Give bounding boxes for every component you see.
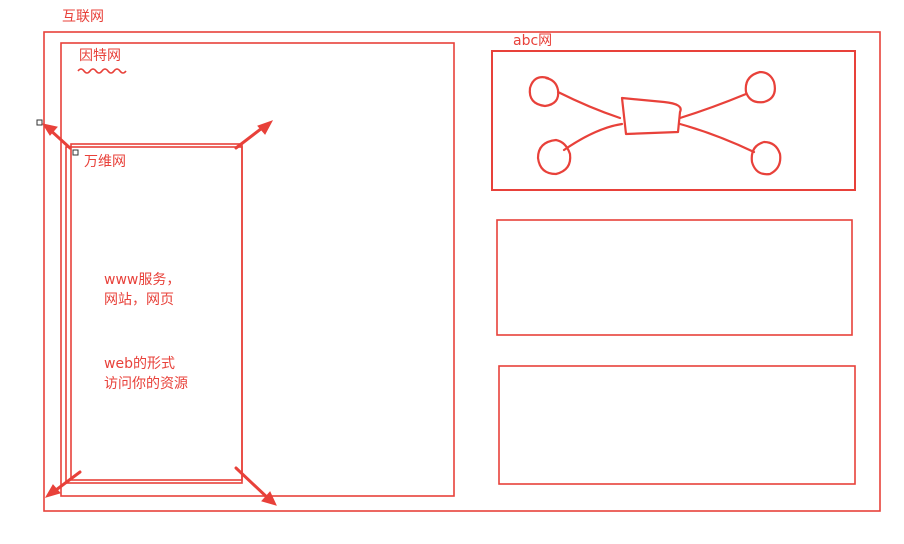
www-service-note-line: 网站，网页 [104,292,174,308]
internet-box [43,31,881,512]
wavy-underline [77,68,127,74]
abc-net-label: abc网 [513,33,553,49]
network-sketch-icon [528,70,782,176]
intranet-box [60,42,455,497]
arrow-bottom-right-icon [234,466,277,506]
www-service-note: www服务， 网站，网页 [104,270,180,310]
arrow-top-left-icon [41,123,72,150]
www-label: 万维网 [84,154,126,170]
www-service-note-line: www服务， [104,272,181,288]
web-form-note: web的形式 访问你的资源 [104,354,188,394]
resize-handle-icon [72,149,79,156]
internet-label: 互联网 [62,9,104,25]
www-box-shadow [65,146,243,484]
intranet-label: 因特网 [79,48,121,64]
resize-handle-icon [36,119,43,126]
right-box-bottom [498,365,856,485]
web-form-note-line: web的形式 [104,356,175,372]
right-box-middle [496,219,853,336]
www-box [70,143,243,481]
arrow-top-right-icon [234,120,274,150]
arrow-bottom-left-icon [44,470,82,498]
web-form-note-line: 访问你的资源 [104,376,188,392]
abc-net-box [491,50,856,191]
